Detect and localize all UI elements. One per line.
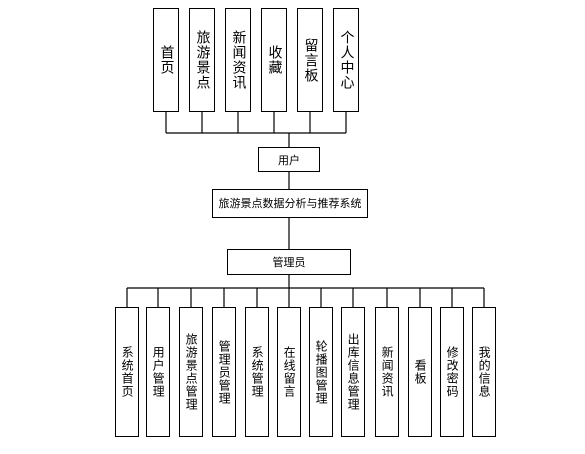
admin-module-admin-management: 管理员管理	[212, 307, 236, 437]
module-label: 新闻资讯	[230, 30, 247, 90]
module-label: 看板	[413, 359, 428, 385]
module-news: 新闻资讯	[225, 8, 251, 112]
admin-node-label: 管理员	[272, 256, 306, 269]
admin-module-my-info: 我的信息	[472, 307, 496, 437]
module-home: 首页	[153, 8, 179, 112]
module-label: 系统管理	[250, 346, 265, 398]
module-label: 收藏	[266, 45, 283, 75]
system-node: 旅游景点数据分析与推荐系统	[212, 189, 368, 218]
module-favorites: 收藏	[261, 8, 287, 112]
admin-module-system-home: 系统首页	[115, 307, 139, 437]
module-message-board: 留言板	[297, 8, 323, 112]
module-label: 留言板	[302, 37, 319, 83]
admin-module-dashboard: 看板	[408, 307, 432, 437]
module-label: 个人中心	[338, 30, 355, 90]
module-label: 首页	[158, 45, 175, 75]
admin-module-news: 新闻资讯	[375, 307, 399, 437]
module-tourist-spots: 旅游景点	[189, 8, 215, 112]
admin-module-online-message: 在线留言	[277, 307, 301, 437]
module-label: 系统首页	[120, 346, 135, 398]
module-personal-center: 个人中心	[333, 8, 359, 112]
user-node-label: 用户	[278, 153, 300, 167]
system-node-label: 旅游景点数据分析与推荐系统	[218, 197, 362, 210]
module-label: 管理员管理	[217, 339, 232, 405]
admin-module-carousel-management: 轮播图管理	[309, 307, 333, 437]
admin-module-system-management: 系统管理	[245, 307, 269, 437]
admin-module-outbound-info-management: 出库信息管理	[341, 307, 365, 437]
admin-module-user-management: 用户管理	[146, 307, 170, 437]
module-label: 旅游景点管理	[184, 333, 199, 411]
module-label: 修改密码	[445, 346, 460, 398]
module-label: 我的信息	[477, 346, 492, 398]
admin-module-tourist-spot-management: 旅游景点管理	[179, 307, 203, 437]
module-label: 出库信息管理	[346, 333, 361, 411]
user-node: 用户	[258, 147, 320, 172]
admin-module-change-password: 修改密码	[440, 307, 464, 437]
module-label: 用户管理	[151, 346, 166, 398]
module-label: 新闻资讯	[380, 346, 395, 398]
module-label: 轮播图管理	[314, 339, 329, 405]
module-label: 旅游景点	[194, 30, 211, 90]
module-label: 在线留言	[282, 346, 297, 398]
admin-node: 管理员	[227, 249, 351, 275]
